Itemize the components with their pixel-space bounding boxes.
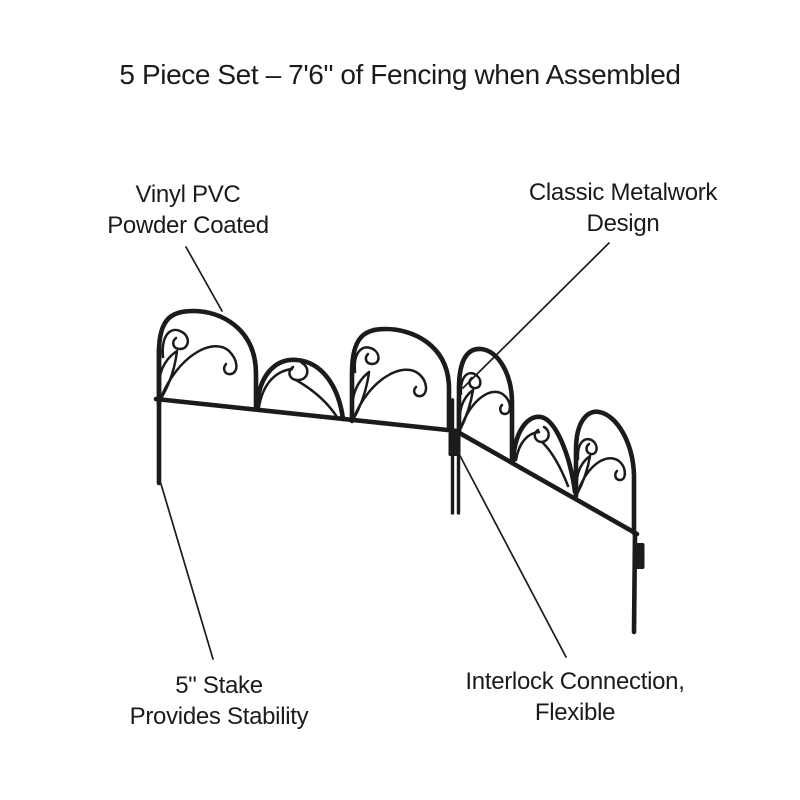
callout-lines (160, 242, 610, 660)
diagram-title: 5 Piece Set – 7'6" of Fencing when Assem… (119, 59, 681, 90)
scroll-spiral (288, 361, 309, 382)
scroll-spiral (161, 328, 189, 359)
scroll-sweep (458, 390, 512, 432)
scroll-spiral (459, 371, 482, 396)
callout-line-metalwork (462, 242, 610, 389)
scroll-sweep (294, 378, 339, 419)
scroll-sweep (575, 457, 627, 496)
scroll-spiral (353, 346, 380, 374)
scroll-sweep (158, 345, 238, 402)
callout-line-interlock (457, 451, 567, 658)
callout-line-stake (160, 483, 214, 660)
panel2-rail (453, 428, 640, 537)
callout-label-vinyl-line1: Vinyl PVC (135, 181, 241, 208)
callout-label-stake-line2: Provides Stability (129, 703, 309, 730)
scroll-sweep (351, 368, 428, 422)
callout-label-vinyl-pvc: Vinyl PVC Powder Coated (38, 179, 338, 241)
scroll-leaf (157, 349, 179, 402)
scroll-sweep (257, 367, 294, 409)
scroll-spiral (576, 437, 598, 461)
panel1-arch-large-2 (349, 326, 452, 432)
callout-line-vinyl (185, 246, 223, 312)
panel2-arch-small (510, 414, 578, 495)
scroll-sweep (541, 441, 570, 488)
callout-label-metalwork-line2: Design (586, 210, 660, 237)
callout-label-vinyl-line2: Powder Coated (107, 212, 269, 239)
scroll-sweep (514, 430, 541, 462)
callout-label-interlock-line1: Interlock Connection, (465, 668, 685, 695)
panel1-rail (153, 396, 460, 434)
callout-label-metalwork-line1: Classic Metalwork (528, 179, 718, 206)
right-post-connector-tab (633, 543, 645, 569)
callout-label-metalwork: Classic Metalwork Design (473, 177, 773, 239)
panel1-arch-large-1 (156, 308, 259, 412)
fence-frame (153, 308, 640, 635)
scroll-spiral (533, 425, 550, 444)
interlock-joint (448, 432, 461, 456)
panel1-arch-small (254, 357, 346, 422)
metalwork-scrolls (157, 328, 627, 496)
panel2-arch-large-2 (573, 409, 637, 536)
callout-label-interlock: Interlock Connection, Flexible (425, 666, 725, 728)
panel2-arch-large-1 (456, 346, 515, 466)
callout-label-stake: 5" Stake Provides Stability (69, 670, 369, 732)
callout-label-stake-line1: 5" Stake (175, 672, 263, 699)
callout-label-interlock-line2: Flexible (534, 699, 616, 726)
